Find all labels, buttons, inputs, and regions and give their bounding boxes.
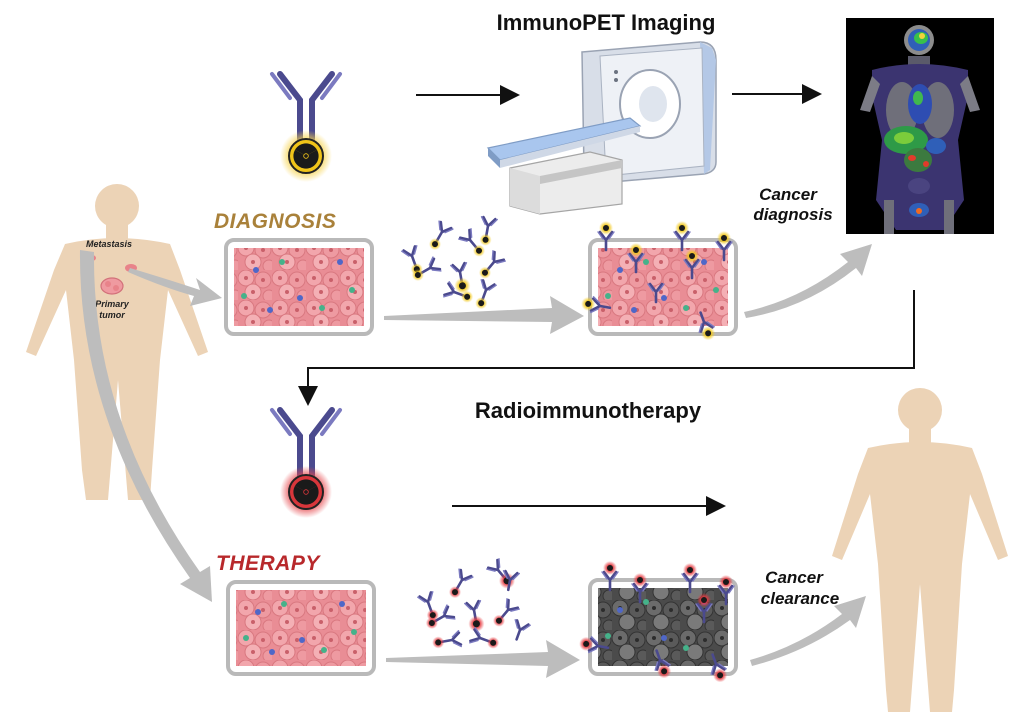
flow-arrow-diagnosis-binding bbox=[384, 296, 584, 334]
therapeutic-antibody-cluster bbox=[416, 557, 532, 651]
flow-arrow-to-therapy bbox=[79, 250, 213, 602]
therapy-tumor-panel bbox=[226, 580, 376, 676]
metastasis-label: Metastasis bbox=[86, 239, 132, 249]
cancer-diagnosis-label-line1: Cancer bbox=[759, 185, 818, 204]
immunopet-title: ImmunoPET Imaging bbox=[497, 10, 716, 35]
diagnosis-labeled-tumor-panel bbox=[581, 221, 738, 341]
connector-diagnosis-to-therapy bbox=[298, 290, 915, 406]
cancer-clearance-label-line2: clearance bbox=[761, 589, 839, 608]
flow-arrow-to-diagnosis bbox=[128, 268, 222, 306]
cancer-diagnosis-label-line2: diagnosis bbox=[753, 205, 832, 224]
primary-tumor-label-line2: tumor bbox=[99, 310, 125, 320]
healthy-human-silhouette bbox=[832, 388, 1008, 712]
therapeutic-radioantibody bbox=[270, 407, 342, 518]
diagnosis-section-label: DIAGNOSIS bbox=[214, 210, 336, 233]
diagnostic-radioantibody bbox=[270, 70, 342, 182]
flow-arrow-to-pet-image bbox=[744, 244, 872, 318]
pet-scan-image bbox=[846, 18, 994, 234]
diagnostic-antibody-cluster bbox=[400, 215, 507, 310]
diagnosis-tumor-panel bbox=[224, 238, 374, 336]
radiation-trefoil-icon bbox=[288, 474, 319, 507]
flow-arrow-therapy-binding bbox=[386, 640, 580, 678]
flow-arrow-to-healthy bbox=[750, 596, 866, 666]
primary-tumor-label-line1: Primary bbox=[95, 299, 130, 309]
radiation-trefoil-icon bbox=[288, 138, 319, 171]
cancer-clearance-label-line1: Cancer bbox=[765, 568, 824, 587]
therapy-section-label: THERAPY bbox=[216, 552, 321, 575]
patient-silhouette bbox=[26, 184, 208, 500]
radioimmunotherapy-title: Radioimmunotherapy bbox=[475, 398, 702, 423]
pet-scanner-icon bbox=[486, 41, 717, 215]
therapy-dying-tumor-panel bbox=[579, 561, 738, 683]
